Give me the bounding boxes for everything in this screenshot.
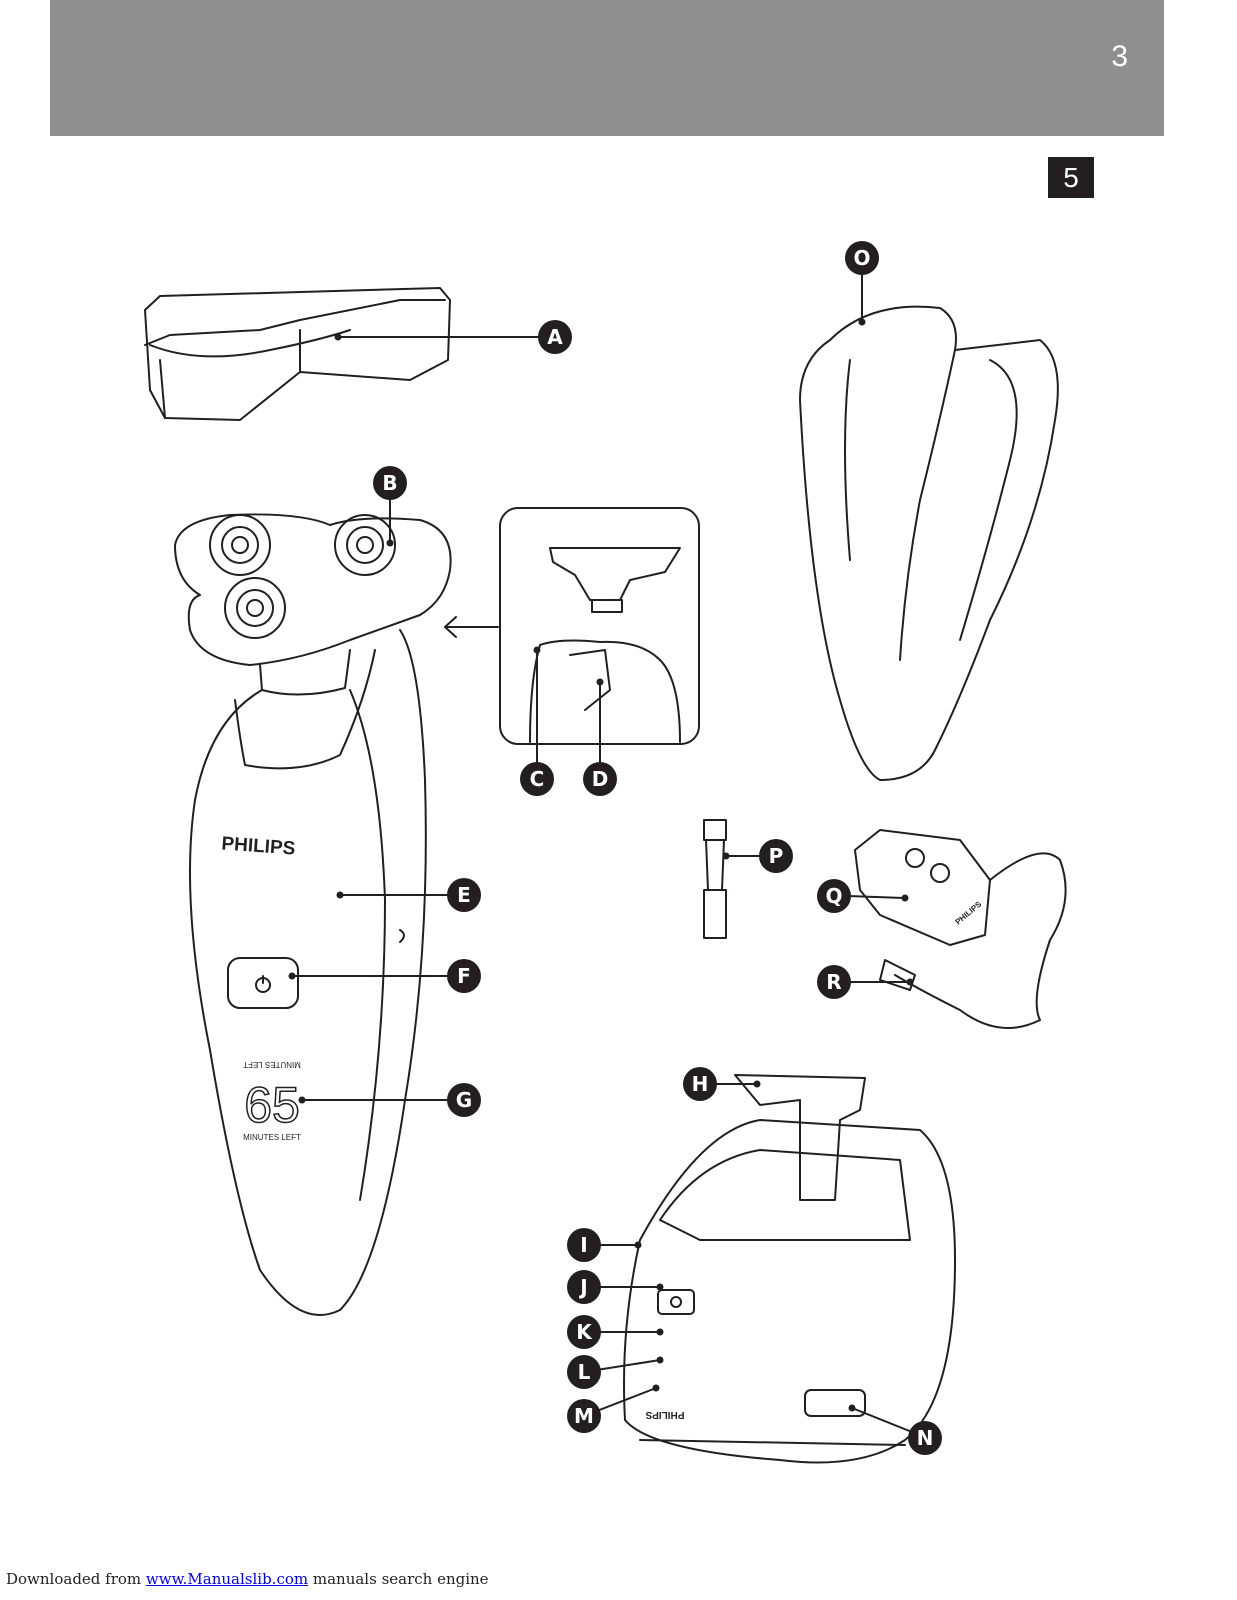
callout-n: N — [908, 1421, 942, 1455]
detail-inset — [444, 507, 700, 745]
svg-text:H: H — [692, 1072, 709, 1096]
svg-text:P: P — [769, 844, 784, 868]
svg-text:N: N — [917, 1426, 934, 1450]
svg-text:L: L — [578, 1360, 591, 1384]
callout-markers: A B C D E F G H — [373, 241, 942, 1455]
section-number-box: 5 — [1048, 157, 1094, 198]
callout-j: J — [567, 1270, 601, 1304]
callout-i: I — [567, 1228, 601, 1262]
svg-text:B: B — [382, 471, 397, 495]
cleaning-station-illustration — [623, 1074, 956, 1464]
svg-text:A: A — [547, 325, 563, 349]
footer: Downloaded from www.Manualslib.com manua… — [6, 1570, 489, 1588]
callout-f: F — [447, 959, 481, 993]
shaver-display-bottom-label: MINUTES LEFT — [243, 1133, 301, 1142]
callout-r: R — [817, 965, 851, 999]
footer-suffix: manuals search engine — [308, 1570, 489, 1588]
callout-g: G — [447, 1083, 481, 1117]
svg-text:R: R — [826, 970, 841, 994]
callout-e: E — [447, 878, 481, 912]
callout-p: P — [759, 839, 793, 873]
svg-text:C: C — [530, 767, 545, 791]
header-band: 3 — [50, 0, 1164, 136]
shaver-display-digits: 65 — [244, 1077, 300, 1133]
svg-text:F: F — [457, 964, 471, 988]
callout-a: A — [538, 320, 572, 354]
shaver-illustration — [174, 513, 452, 1316]
callout-d: D — [583, 762, 617, 796]
station-brand-label: PHILIPS — [645, 1409, 684, 1420]
footer-prefix: Downloaded from — [6, 1570, 146, 1588]
protection-cap-illustration — [144, 287, 451, 421]
svg-text:J: J — [578, 1275, 587, 1299]
callout-b: B — [373, 466, 407, 500]
callout-m: M — [567, 1399, 601, 1433]
footer-link[interactable]: www.Manualslib.com — [145, 1570, 309, 1588]
svg-text:D: D — [592, 767, 609, 791]
callout-h: H — [683, 1067, 717, 1101]
adapter-illustration — [854, 829, 1067, 1029]
charger-brand-label: PHILIPS — [954, 899, 984, 926]
callout-c: C — [520, 762, 554, 796]
cleaning-brush-illustration — [703, 819, 727, 939]
svg-text:M: M — [574, 1404, 594, 1428]
svg-text:Q: Q — [825, 884, 842, 908]
pouch-illustration — [799, 305, 1059, 781]
shaver-brand-label: PHILIPS — [221, 833, 296, 859]
callout-l: L — [567, 1355, 601, 1389]
shaver-display-top-label: MINUTES LEFT — [243, 1060, 301, 1069]
page-number: 3 — [1111, 40, 1128, 73]
svg-text:K: K — [576, 1320, 593, 1344]
svg-text:E: E — [457, 883, 471, 907]
callout-q: Q — [817, 879, 851, 913]
callout-leaders — [291, 271, 913, 1433]
svg-text:I: I — [580, 1233, 587, 1257]
svg-text:G: G — [456, 1088, 472, 1112]
svg-text:O: O — [853, 246, 870, 270]
leader-dots — [288, 318, 914, 1412]
callout-k: K — [567, 1315, 601, 1349]
callout-o: O — [845, 241, 879, 275]
